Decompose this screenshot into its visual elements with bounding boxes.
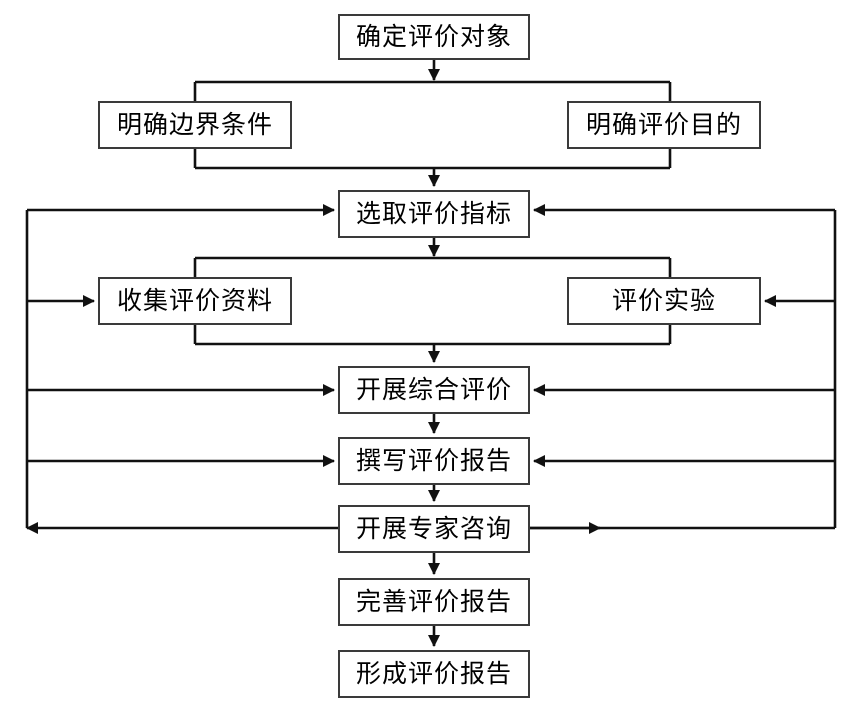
node-form-evaluation-report[interactable]: 形成评价报告: [338, 650, 530, 698]
right-feedback-trunk: [530, 204, 837, 534]
node-label: 开展专家咨询: [355, 515, 512, 543]
node-label: 收集评价资料: [116, 287, 273, 315]
node-label: 开展综合评价: [355, 376, 512, 404]
node-write-evaluation-report[interactable]: 撰写评价报告: [338, 437, 530, 485]
node-label: 选取评价指标: [355, 200, 512, 228]
node-collect-evaluation-data[interactable]: 收集评价资料: [98, 277, 292, 325]
node-clarify-boundary-conditions[interactable]: 明确边界条件: [98, 101, 292, 149]
node-conduct-expert-consultation[interactable]: 开展专家咨询: [338, 505, 530, 553]
node-label: 形成评价报告: [355, 660, 512, 688]
node-evaluation-experiment[interactable]: 评价实验: [567, 277, 761, 325]
node-determine-evaluation-object[interactable]: 确定评价对象: [338, 14, 530, 60]
node-improve-evaluation-report[interactable]: 完善评价报告: [338, 578, 530, 626]
node-label: 明确边界条件: [116, 111, 273, 139]
node-select-evaluation-indicators[interactable]: 选取评价指标: [338, 190, 530, 238]
node-label: 撰写评价报告: [355, 447, 512, 475]
left-feedback-trunk: [25, 204, 338, 534]
node-label: 完善评价报告: [355, 588, 512, 616]
node-label: 评价实验: [611, 287, 716, 315]
node-label: 确定评价对象: [355, 23, 512, 51]
node-label: 明确评价目的: [585, 111, 742, 139]
node-clarify-evaluation-purpose[interactable]: 明确评价目的: [567, 101, 761, 149]
node-conduct-comprehensive-evaluation[interactable]: 开展综合评价: [338, 366, 530, 414]
